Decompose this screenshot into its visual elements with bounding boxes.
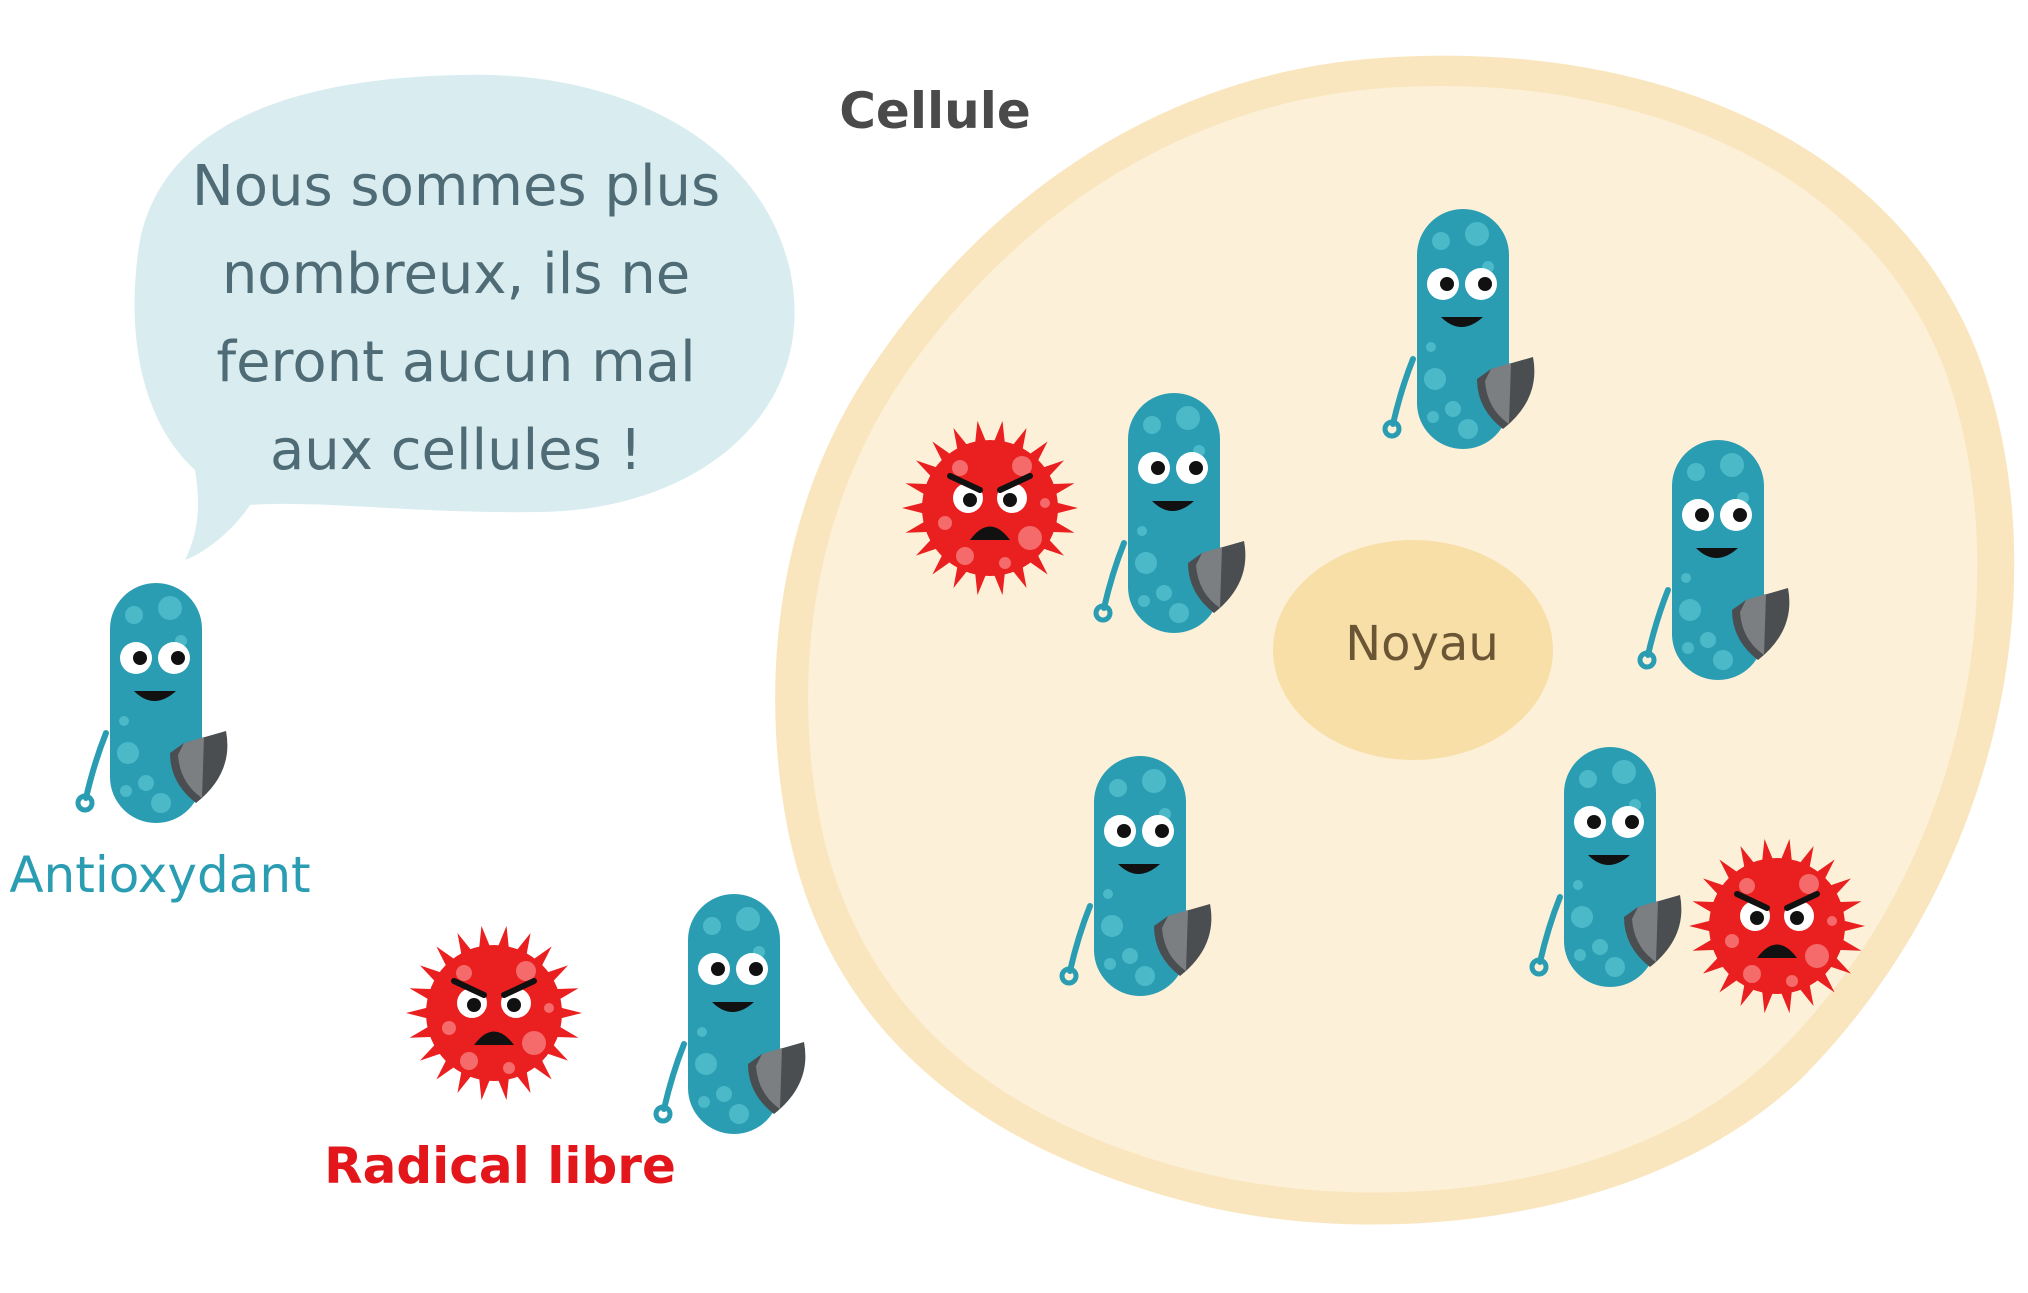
antioxidant-label: Antioxydant [9,846,310,904]
speech-bubble [134,74,795,560]
antioxidant-character [656,894,805,1134]
speech-bubble-line: aux cellules ! [270,418,642,483]
free-radical-label: Radical libre [324,1137,676,1195]
antioxidant-character [78,583,227,823]
speech-bubble-line: feront aucun mal [216,330,695,395]
nucleus-label: Noyau [1345,616,1499,672]
speech-bubble-line: nombreux, ils ne [222,242,690,307]
speech-bubble-line: Nous sommes plus [192,154,720,219]
cell-label: Cellule [839,82,1031,140]
free-radical-character [406,926,582,1100]
nucleus [1273,540,1553,760]
